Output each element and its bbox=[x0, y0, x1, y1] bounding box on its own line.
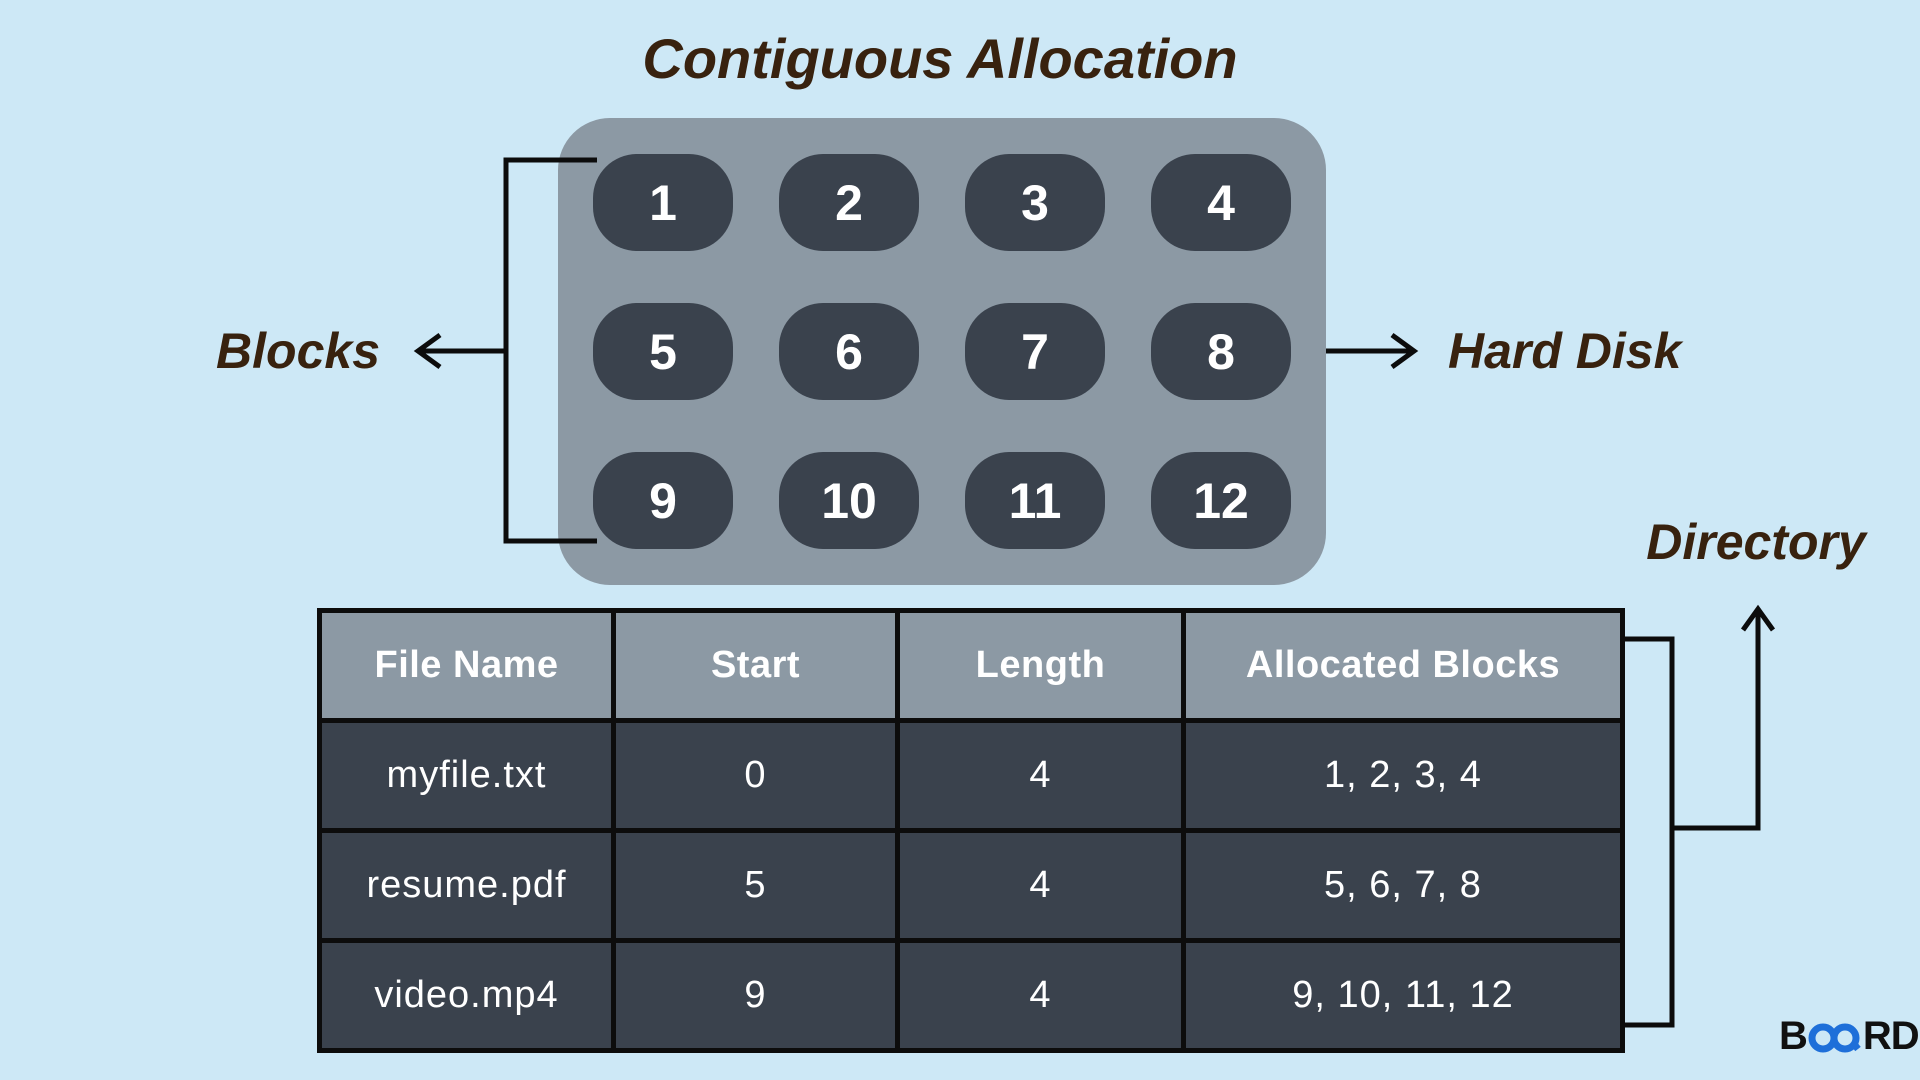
directory-arrow-head bbox=[1740, 604, 1776, 632]
header-start: Start bbox=[611, 608, 900, 723]
logo-prefix: B bbox=[1779, 1013, 1808, 1058]
disk-block-3: 3 bbox=[965, 154, 1105, 251]
header-file-name: File Name bbox=[317, 608, 616, 723]
disk-block-4: 4 bbox=[1151, 154, 1291, 251]
disk-block-1: 1 bbox=[593, 154, 733, 251]
disk-block-6: 6 bbox=[779, 303, 919, 400]
cell-start: 9 bbox=[611, 938, 900, 1053]
table-row: resume.pdf 5 4 5, 6, 7, 8 bbox=[317, 828, 1625, 943]
directory-arrow-line bbox=[1672, 612, 1761, 831]
directory-bracket bbox=[1620, 636, 1675, 1028]
header-allocated-blocks: Allocated Blocks bbox=[1181, 608, 1625, 723]
disk-panel: 1 2 3 4 5 6 7 8 9 10 11 12 bbox=[558, 118, 1326, 585]
infinity-icon bbox=[1808, 1023, 1861, 1053]
cell-length: 4 bbox=[895, 718, 1186, 833]
cell-length: 4 bbox=[895, 828, 1186, 943]
blocks-label: Blocks bbox=[216, 323, 380, 379]
disk-block-2: 2 bbox=[779, 154, 919, 251]
cell-allocated-blocks: 5, 6, 7, 8 bbox=[1181, 828, 1625, 943]
disk-block-12: 12 bbox=[1151, 452, 1291, 549]
cell-file-name: video.mp4 bbox=[317, 938, 616, 1053]
logo-suffix: RD bbox=[1862, 1013, 1920, 1058]
hard-disk-arrow-head bbox=[1390, 332, 1419, 370]
cell-file-name: resume.pdf bbox=[317, 828, 616, 943]
table-row: myfile.txt 0 4 1, 2, 3, 4 bbox=[317, 718, 1625, 833]
disk-block-7: 7 bbox=[965, 303, 1105, 400]
cell-length: 4 bbox=[895, 938, 1186, 1053]
board-logo: B RD bbox=[1779, 1013, 1920, 1058]
disk-block-8: 8 bbox=[1151, 303, 1291, 400]
cell-start: 0 bbox=[611, 718, 900, 833]
cell-file-name: myfile.txt bbox=[317, 718, 616, 833]
cell-allocated-blocks: 1, 2, 3, 4 bbox=[1181, 718, 1625, 833]
disk-block-9: 9 bbox=[593, 452, 733, 549]
header-length: Length bbox=[895, 608, 1186, 723]
page-title: Contiguous Allocation bbox=[642, 27, 1238, 90]
blocks-arrow-head bbox=[413, 332, 442, 370]
directory-label: Directory bbox=[1646, 514, 1866, 570]
table-row: video.mp4 9 4 9, 10, 11, 12 bbox=[317, 938, 1625, 1053]
disk-block-11: 11 bbox=[965, 452, 1105, 549]
cell-allocated-blocks: 9, 10, 11, 12 bbox=[1181, 938, 1625, 1053]
table-header-row: File Name Start Length Allocated Blocks bbox=[317, 608, 1625, 723]
cell-start: 5 bbox=[611, 828, 900, 943]
allocation-table: File Name Start Length Allocated Blocks … bbox=[317, 608, 1625, 1053]
disk-block-5: 5 bbox=[593, 303, 733, 400]
hard-disk-label: Hard Disk bbox=[1448, 323, 1682, 379]
disk-block-10: 10 bbox=[779, 452, 919, 549]
